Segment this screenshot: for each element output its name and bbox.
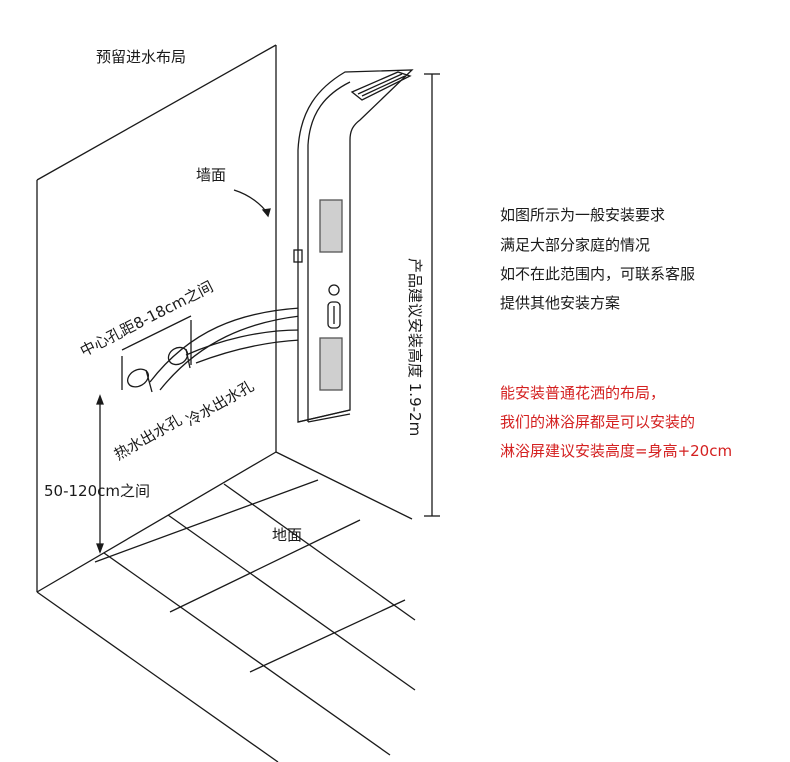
note-line-2: 满足大部分家庭的情况 <box>500 236 651 254</box>
wall-outline <box>36 44 277 593</box>
upper-jet-grid <box>319 199 343 253</box>
red-note-line-2: 我们的淋浴屏都是可以安装的 <box>500 413 696 431</box>
red-note-line-3: 淋浴屏建议安装高度=身高+20cm <box>500 442 733 460</box>
product-height-dimension <box>424 73 440 517</box>
handheld-holder <box>293 249 303 263</box>
inlet-layout-label: 预留进水布局 <box>96 48 187 66</box>
cold-water-outlet <box>167 346 191 369</box>
hot-water-outlet <box>127 368 153 393</box>
center-distance-dimension <box>121 315 192 390</box>
product-height-label: 产品建议安装高度 1.9-2m <box>406 258 424 437</box>
wall-label: 墙面 <box>196 166 227 184</box>
shower-panel <box>297 69 414 423</box>
note-line-3: 如不在此范围内，可联系客服 <box>500 265 696 283</box>
lower-jet-grid <box>319 337 343 391</box>
note-line-4: 提供其他安装方案 <box>500 294 621 312</box>
wall-leader <box>233 189 271 218</box>
control-knobs <box>327 284 341 329</box>
note-line-1: 如图所示为一般安装要求 <box>500 206 666 224</box>
outlet-height-label: 50-120cm之间 <box>44 482 150 500</box>
floor-grid <box>36 451 416 762</box>
floor-label: 地面 <box>272 526 303 544</box>
rain-shower-head <box>350 71 412 101</box>
outlet-height-dimension <box>96 394 104 554</box>
water-pipes <box>149 307 301 391</box>
red-note-line-1: 能安装普通花洒的布局， <box>500 384 666 402</box>
